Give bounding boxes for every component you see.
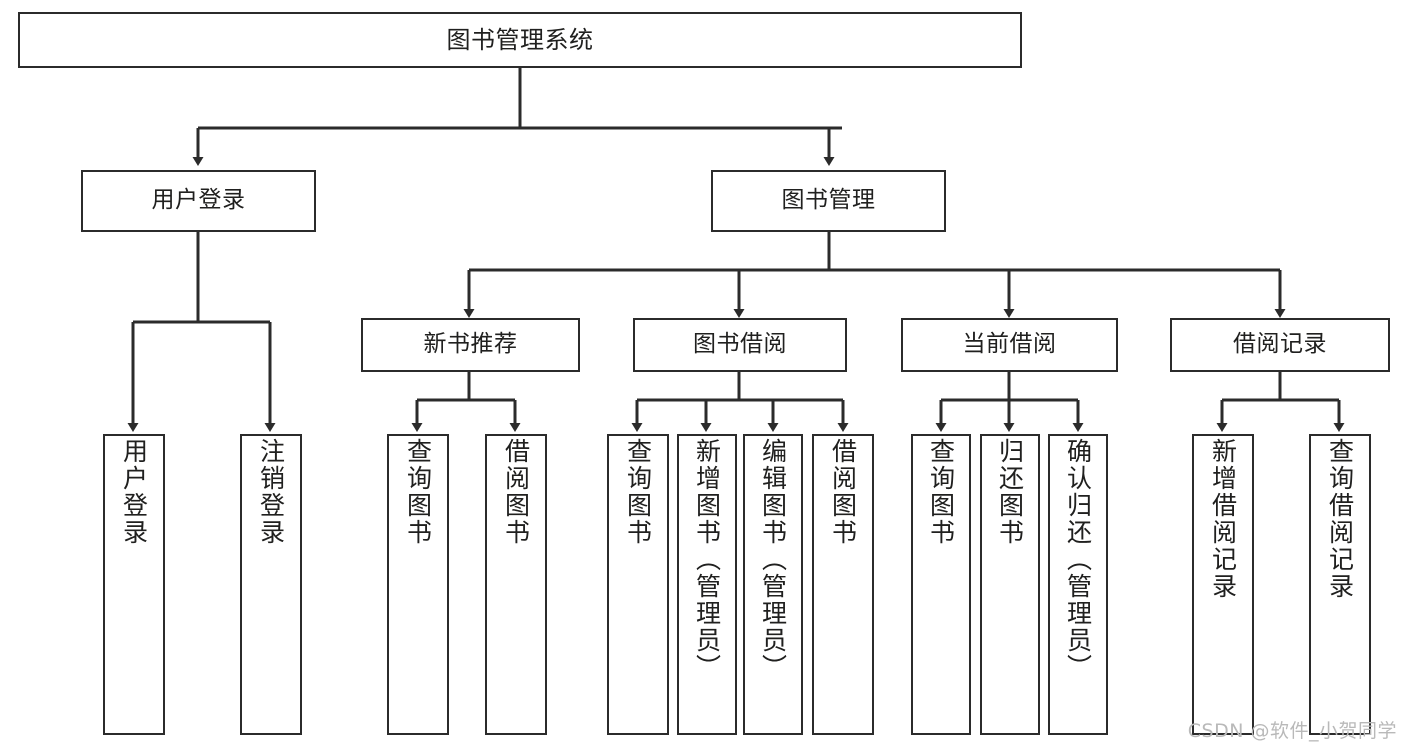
node-root-label: 图书管理系统 [446,25,594,54]
node-leaf-confirm-return-label: 确认归还（管理员） [1063,438,1093,681]
node-leaf-return-book[interactable]: 归还图书 [980,434,1040,735]
node-book-borrow-label: 图书借阅 [693,331,787,358]
node-leaf-query-record[interactable]: 查询借阅记录 [1309,434,1371,735]
node-leaf-add-record-label: 新增借阅记录 [1208,438,1238,600]
node-user-login-label: 用户登录 [151,187,246,214]
node-borrow-record-label: 借阅记录 [1233,331,1327,358]
node-leaf-add-book-label: 新增图书（管理员） [692,438,722,681]
node-leaf-borrow-book-1-label: 借阅图书 [501,438,531,546]
node-book-management-label: 图书管理 [781,187,876,214]
node-leaf-borrow-book-2[interactable]: 借阅图书 [812,434,874,735]
node-leaf-query-record-label: 查询借阅记录 [1325,438,1355,600]
node-leaf-query-book-1-label: 查询图书 [403,438,433,546]
node-current-borrow[interactable]: 当前借阅 [901,318,1118,372]
node-leaf-query-book-2-label: 查询图书 [623,438,653,546]
node-root-book-management-system[interactable]: 图书管理系统 [18,12,1022,68]
node-leaf-confirm-return[interactable]: 确认归还（管理员） [1048,434,1108,735]
node-leaf-add-record[interactable]: 新增借阅记录 [1192,434,1254,735]
node-leaf-borrow-book-1[interactable]: 借阅图书 [485,434,547,735]
node-leaf-logout-login-label: 注销登录 [256,438,286,546]
node-current-borrow-label: 当前借阅 [962,331,1057,358]
node-leaf-return-book-label: 归还图书 [995,438,1025,546]
node-new-book-recommend[interactable]: 新书推荐 [361,318,580,372]
node-user-login[interactable]: 用户登录 [81,170,316,232]
node-new-book-recommend-label: 新书推荐 [423,331,518,358]
node-leaf-query-book-2[interactable]: 查询图书 [607,434,669,735]
node-leaf-query-book-3-label: 查询图书 [926,438,956,546]
node-leaf-user-login-label: 用户登录 [119,438,149,546]
csdn-watermark: CSDN @软件_小贺同学 [1187,720,1397,742]
node-leaf-add-book[interactable]: 新增图书（管理员） [677,434,737,735]
node-leaf-edit-book[interactable]: 编辑图书（管理员） [743,434,803,735]
node-borrow-record[interactable]: 借阅记录 [1170,318,1390,372]
node-leaf-query-book-1[interactable]: 查询图书 [387,434,449,735]
node-leaf-edit-book-label: 编辑图书（管理员） [758,438,788,681]
node-book-borrow[interactable]: 图书借阅 [633,318,847,372]
node-leaf-user-login[interactable]: 用户登录 [103,434,165,735]
node-leaf-logout-login[interactable]: 注销登录 [240,434,302,735]
node-leaf-query-book-3[interactable]: 查询图书 [911,434,971,735]
node-leaf-borrow-book-2-label: 借阅图书 [828,438,858,546]
node-book-management[interactable]: 图书管理 [711,170,946,232]
